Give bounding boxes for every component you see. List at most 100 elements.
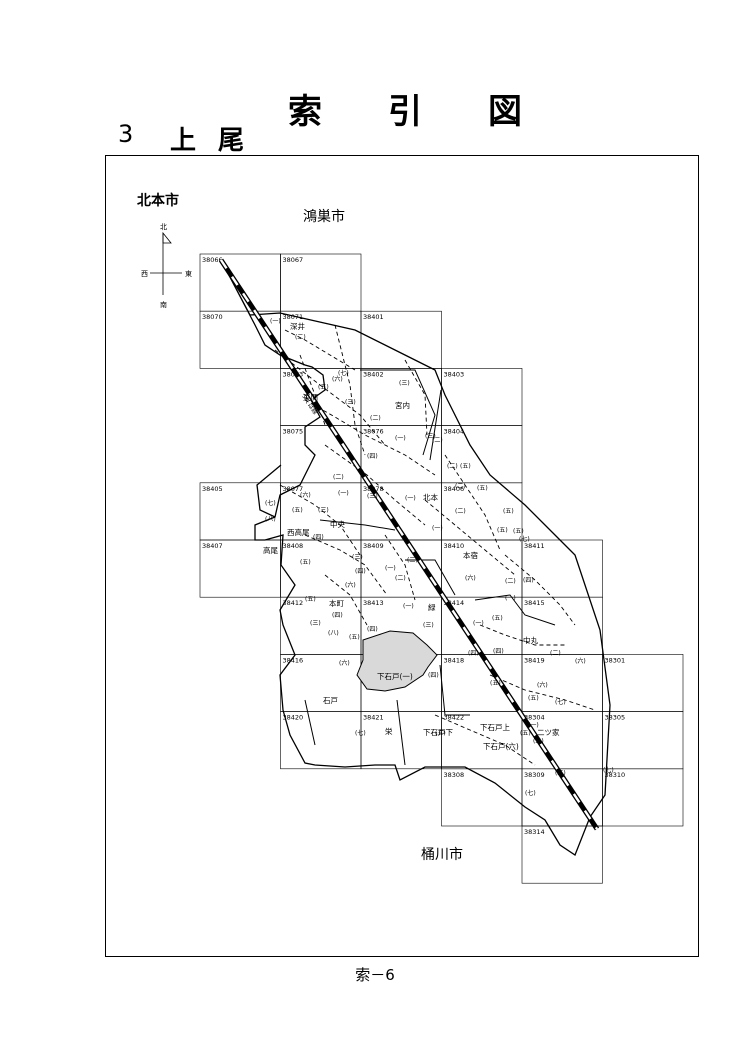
sub-number: (六): [339, 659, 350, 667]
sheet-number: 38071: [283, 313, 304, 321]
sheet-number: 38422: [444, 714, 465, 722]
sheet-number: 38419: [524, 656, 545, 664]
district-label: 西高尾: [287, 527, 310, 537]
district-label: 宮内: [395, 400, 410, 410]
sub-number: (七): [555, 698, 566, 706]
sub-number: (八): [328, 630, 339, 637]
sub-number: (七): [519, 535, 530, 543]
district-label: 栄: [385, 726, 393, 736]
district-label: 中央: [330, 519, 345, 529]
title-char: 索: [288, 92, 322, 132]
district-label: 下石戸(六): [483, 741, 519, 751]
page-title: 索 引 図: [0, 84, 750, 132]
sub-number: (四): [468, 650, 479, 657]
sub-number: (一): [270, 318, 281, 325]
sheet-number: 38407: [202, 542, 223, 550]
sheet-number: 38412: [283, 599, 304, 607]
sub-number: (三): [399, 380, 410, 387]
sheet-number: 38406: [444, 485, 465, 493]
sub-number: (四): [313, 534, 324, 541]
sub-number: (五): [528, 695, 539, 702]
sheet-number: 38409: [363, 542, 384, 550]
sheet-number: 38411: [524, 542, 545, 550]
sub-number: (二): [370, 415, 381, 422]
sub-number: (四): [367, 626, 378, 633]
west-boundary: [256, 464, 282, 518]
sub-number: (四): [523, 577, 534, 584]
city-boundary: [220, 259, 611, 856]
sub-number: (四): [493, 648, 504, 655]
sub-number: (三): [318, 507, 329, 514]
sub-number: (一): [505, 595, 516, 602]
sub-number: (六): [575, 657, 586, 665]
sub-number: (七): [265, 499, 276, 507]
sheet-number: 38402: [363, 370, 384, 378]
sub-number: (三): [345, 399, 356, 406]
district-label: 北本: [423, 492, 438, 502]
sheet-number: 38073: [283, 370, 304, 378]
sub-number: (六): [465, 574, 476, 582]
sub-number: (五): [477, 485, 488, 492]
district-label: 緑: [428, 602, 436, 612]
sub-number: (四): [428, 672, 439, 679]
sheet-number: 38308: [444, 771, 465, 779]
sub-number: (五): [520, 730, 531, 737]
sub-number: (一): [403, 603, 414, 610]
sub-number: (四): [332, 612, 343, 619]
sheet-number: 38310: [605, 771, 626, 779]
sub-number: (七): [355, 729, 366, 737]
district-label: 高尾: [263, 545, 278, 555]
sub-number: (一): [473, 620, 484, 627]
sheet-number: 38416: [283, 656, 304, 664]
sub-number: (七): [525, 789, 536, 797]
sheet-cell[interactable]: [602, 768, 684, 827]
sheet-number: 38414: [444, 599, 465, 607]
sheet-number: 38403: [444, 370, 465, 378]
sub-number: (七): [603, 766, 614, 774]
sub-number: (二): [533, 738, 544, 745]
sub-number-labels: (一)(二)(七)(六)(五)(三)(二)(三)(四)(一)(三)(一)(二)(…: [265, 318, 614, 797]
north-city-label: 北本市: [137, 192, 179, 209]
sub-number: (一): [528, 722, 539, 729]
sub-number: (二): [432, 437, 443, 444]
sheet-cell[interactable]: [521, 825, 603, 884]
sub-number: (二): [455, 483, 466, 490]
northeast-city-label: 鴻巣市: [303, 208, 345, 225]
sheet-number: 38301: [605, 656, 626, 664]
compass-north: 北: [160, 223, 167, 231]
sub-number: (五): [513, 528, 524, 535]
district-label: 本町: [329, 598, 344, 608]
sub-number: (五): [300, 559, 311, 566]
sub-number: (二): [550, 650, 561, 657]
sheet-number: 38415: [524, 599, 545, 607]
shaded-district: [356, 630, 438, 692]
district-label: 下石戸下: [423, 728, 453, 737]
sheet-number: 38418: [444, 656, 465, 664]
sub-number: (五): [503, 508, 514, 515]
sub-number: (四): [355, 568, 366, 575]
subtitle-text: 上尾: [170, 126, 267, 156]
sub-number: (二): [505, 578, 516, 585]
sub-number: (五): [318, 384, 329, 391]
sub-number: (七): [338, 369, 349, 377]
district-labels: 深井東間宮内北本中央西高尾高尾本宿本町緑中丸下石戸(一)石戸栄下石戸下下石戸上下…: [263, 321, 560, 751]
compass-south: 南: [160, 300, 167, 309]
sub-number: (三): [367, 493, 378, 500]
railway-line: [218, 258, 600, 831]
sub-number: (三): [555, 770, 566, 777]
sheet-number: 38309: [524, 771, 545, 779]
district-label: 深井: [290, 321, 305, 331]
sub-number: (二): [455, 508, 466, 515]
district-label: 下石戸上: [480, 723, 510, 732]
page-footer: 索－6: [355, 966, 395, 984]
sub-number: (八): [265, 516, 276, 523]
sub-number: (五): [490, 680, 501, 687]
sub-number: (五): [460, 463, 471, 470]
sheet-number: 38066: [202, 256, 223, 264]
compass-west: 西: [141, 270, 148, 278]
district-label: 本宿: [463, 550, 478, 560]
sub-number: (三): [423, 622, 434, 629]
sub-number: (一): [338, 490, 349, 497]
